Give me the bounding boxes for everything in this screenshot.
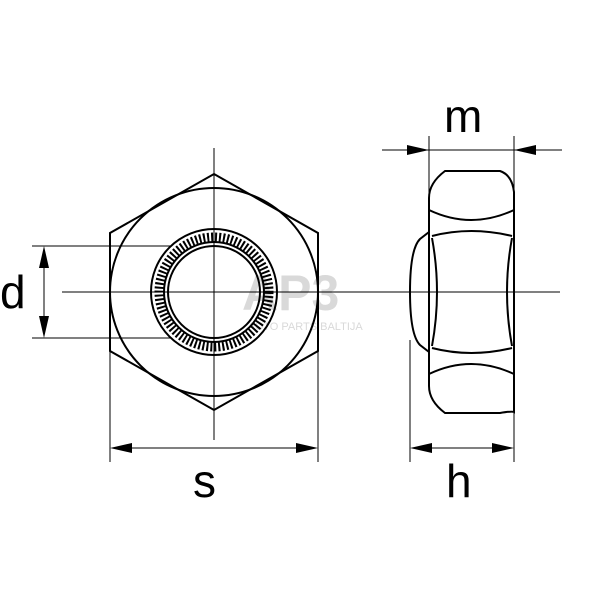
nylon-insert-outer	[150, 228, 278, 356]
watermark-tagline: AUTO PARTS BALTIJA	[248, 321, 363, 333]
watermark-logo: AP3	[242, 265, 339, 321]
side-lower-flat-top	[431, 347, 513, 354]
dimension-h	[409, 340, 515, 462]
dimension-d	[32, 245, 170, 339]
center-lines	[62, 148, 560, 440]
chamfer-circle	[109, 187, 319, 397]
d-arrow-top	[39, 246, 49, 268]
d-arrow-bottom	[39, 316, 49, 338]
m-arrow-right	[514, 145, 536, 155]
label-s: s	[193, 455, 216, 507]
h-arrow-left	[410, 443, 432, 453]
side-mid-face-right	[506, 237, 513, 347]
nylon-insert-mid	[163, 241, 265, 343]
dimension-m	[382, 136, 562, 198]
bore-circle	[167, 245, 261, 339]
label-m: m	[444, 90, 482, 142]
front-view	[109, 172, 319, 412]
s-arrow-left	[110, 443, 132, 453]
watermark: AP3 AUTO PARTS BALTIJA	[242, 265, 363, 333]
dimension-s	[109, 351, 319, 462]
nylon-insert-ring	[154, 232, 274, 352]
label-h: h	[446, 455, 472, 507]
m-arrow-left	[407, 145, 429, 155]
label-d: d	[0, 266, 26, 318]
side-view	[408, 170, 515, 414]
side-lower-flat	[428, 363, 515, 375]
hex-outline	[109, 172, 319, 412]
side-upper-flat	[428, 209, 515, 221]
s-arrow-right	[296, 443, 318, 453]
h-arrow-right	[492, 443, 514, 453]
side-outer-outline	[408, 170, 515, 414]
side-mid-face-left	[431, 237, 438, 347]
side-upper-flat-bottom	[431, 230, 513, 237]
